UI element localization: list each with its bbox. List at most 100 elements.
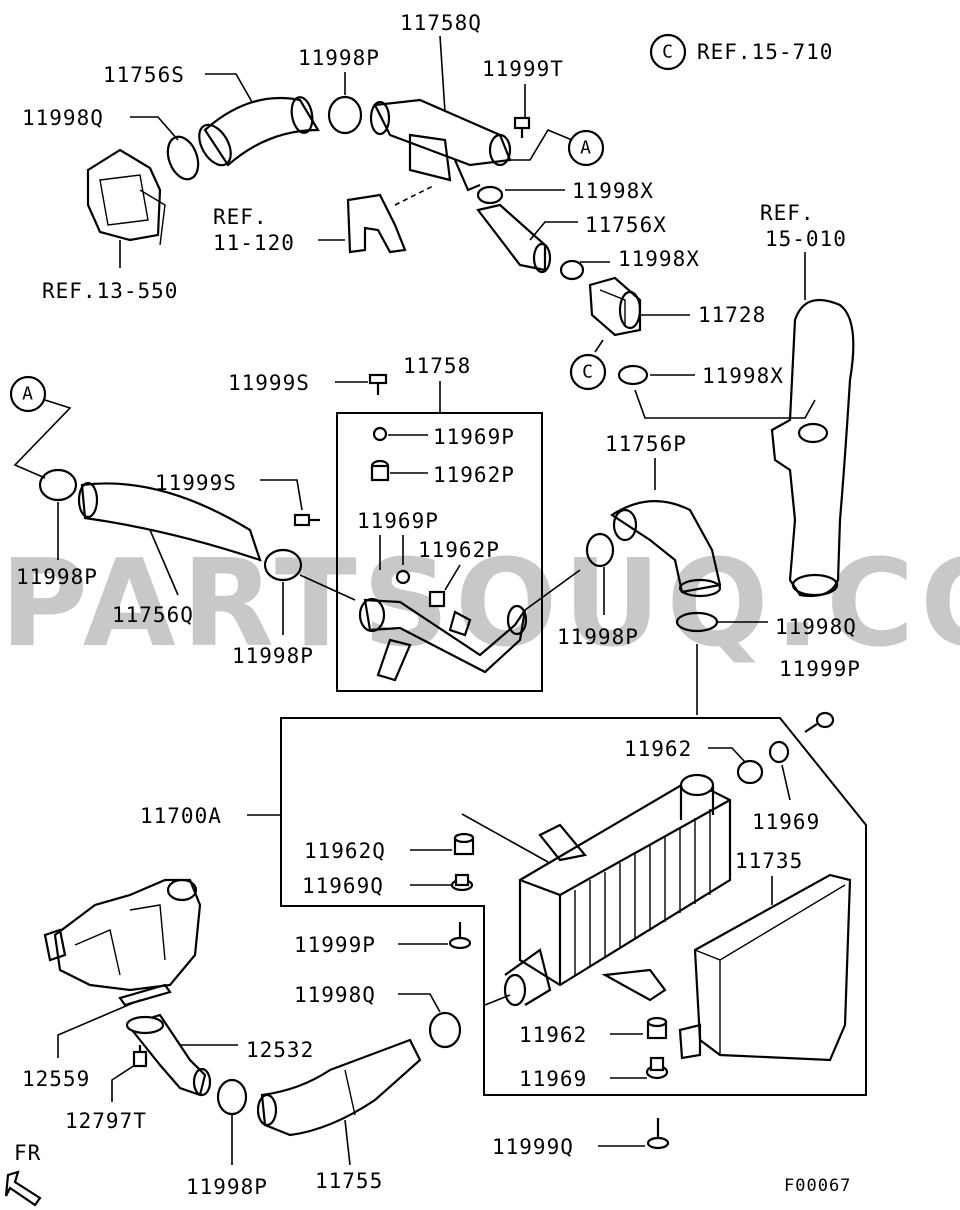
part-label-11756P: 11756P	[605, 432, 687, 456]
washer-11969-low	[645, 1056, 669, 1080]
clamp-11998P-top	[327, 95, 363, 135]
svg-text:A: A	[22, 384, 34, 405]
ref-label-11-120-line1: REF.	[213, 205, 268, 229]
leader-11962-top	[708, 747, 746, 763]
figure-code: F00067	[784, 1176, 851, 1196]
part-label-11998Q-top: 11998Q	[22, 106, 104, 130]
bolt-12797T	[132, 1045, 148, 1068]
part-label-11999S-b: 11999S	[155, 471, 237, 495]
ref-label-15-710: REF.15-710	[697, 40, 833, 64]
front-arrow-icon	[4, 1170, 42, 1207]
bolt-11999T	[513, 116, 531, 138]
washer-11969P-b	[395, 569, 411, 585]
part-label-11999P-mid: 11999P	[294, 933, 376, 957]
grommet-11962P-a	[370, 459, 390, 482]
bracket-ref-11-120	[346, 193, 407, 254]
ref-label-15-010-line1: REF.	[760, 201, 815, 225]
bolt-11999S-a	[368, 373, 388, 395]
hose-11755	[256, 1038, 422, 1137]
part-label-11969P-a: 11969P	[433, 425, 515, 449]
ref-label-15-010-line2: 15-010	[765, 227, 847, 251]
part-label-11999P-right: 11999P	[779, 657, 861, 681]
ref-circle-a-left: A	[9, 375, 47, 413]
svg-text:C: C	[662, 42, 674, 63]
part-label-11998X-a: 11998X	[572, 179, 654, 203]
pipe-11758Q	[369, 98, 512, 192]
washer-11969Q	[450, 873, 474, 892]
part-label-11999T: 11999T	[482, 57, 564, 81]
part-label-11969-low: 11969	[519, 1067, 587, 1091]
ref-circle-a-top: A	[567, 129, 605, 167]
part-label-11999S-a: 11999S	[228, 371, 310, 395]
bolt-11999Q	[646, 1118, 670, 1150]
part-label-11998P-left: 11998P	[16, 565, 98, 589]
ref-label-13-550: REF.13-550	[42, 279, 178, 303]
part-label-11998Q-low: 11998Q	[294, 983, 376, 1007]
bolt-11999S-b	[293, 513, 320, 527]
grommet-11962P-b	[428, 590, 446, 608]
part-label-11756Q: 11756Q	[112, 603, 194, 627]
clamp-11998P-right	[585, 532, 615, 568]
leader-11962P-b	[444, 564, 461, 591]
leader-ref-a-top	[510, 128, 573, 161]
clamp-11998X-b	[559, 259, 585, 281]
part-label-11969Q: 11969Q	[302, 874, 384, 898]
part-label-11998X-c: 11998X	[702, 364, 784, 388]
part-label-11962-top: 11962	[624, 737, 692, 761]
gasket-12559	[118, 983, 172, 1007]
part-label-11728: 11728	[698, 303, 766, 327]
washer-11969P-a	[372, 426, 388, 442]
part-label-12797T: 12797T	[65, 1109, 147, 1133]
part-label-12532: 12532	[246, 1038, 314, 1062]
part-label-11969P-b: 11969P	[357, 509, 439, 533]
grommet-11962-top	[736, 759, 764, 785]
leader-11998Q-top	[130, 116, 179, 141]
part-label-12559: 12559	[22, 1067, 90, 1091]
dashed-ref-11-120	[394, 184, 436, 206]
leader-12559	[57, 999, 141, 1058]
front-indicator-label: FR	[14, 1141, 41, 1165]
pipe-11758	[358, 597, 528, 682]
part-label-11735: 11735	[735, 849, 803, 873]
svg-text:C: C	[582, 362, 594, 383]
bolt-11999P-right	[804, 711, 835, 733]
valve-11728	[588, 276, 642, 337]
leader-12797T	[111, 1064, 136, 1102]
hose-11756X	[476, 203, 552, 274]
part-label-11758Q: 11758Q	[400, 11, 482, 35]
part-label-11755: 11755	[315, 1169, 383, 1193]
intercooler-11700A	[503, 773, 732, 1007]
air-guide-11735	[678, 873, 852, 1062]
hose-11756P	[609, 500, 722, 598]
leader-bracket	[461, 813, 549, 863]
part-label-11962Q: 11962Q	[304, 839, 386, 863]
grommet-11962-low	[646, 1016, 668, 1040]
part-label-11756S: 11756S	[103, 63, 185, 87]
leader-11756X	[529, 221, 578, 241]
part-label-11998Q-right: 11998Q	[775, 615, 857, 639]
leader-11758Q	[439, 35, 446, 113]
part-label-11756X: 11756X	[585, 213, 667, 237]
part-label-11999Q: 11999Q	[492, 1135, 574, 1159]
washer-11969-top	[768, 740, 790, 764]
leader-11756S	[205, 73, 253, 103]
svg-text:A: A	[580, 138, 592, 159]
air-intake-duct-ref-15-010	[770, 298, 855, 598]
clamp-11998Q-right	[675, 611, 719, 633]
turbo-flange-ref-13-550	[86, 148, 166, 246]
ref-circle-c-top: C	[649, 33, 687, 71]
hose-11756Q	[77, 481, 262, 562]
leader-11998X-c-to-duct	[634, 389, 816, 419]
part-label-11700A: 11700A	[140, 804, 222, 828]
clamp-11998P-left	[38, 468, 78, 502]
leader-11999S-b	[260, 479, 303, 511]
clamp-11998Q-low	[428, 1011, 462, 1049]
leader-intercooler-outlet	[484, 994, 511, 1006]
clamp-11998Q-top	[166, 135, 200, 181]
part-label-11998P-right: 11998P	[557, 625, 639, 649]
leader-11756Q	[149, 529, 179, 596]
part-label-11998P-mid: 11998P	[232, 644, 314, 668]
leader-11755	[344, 1119, 351, 1166]
bolt-11999P-mid	[448, 922, 472, 950]
